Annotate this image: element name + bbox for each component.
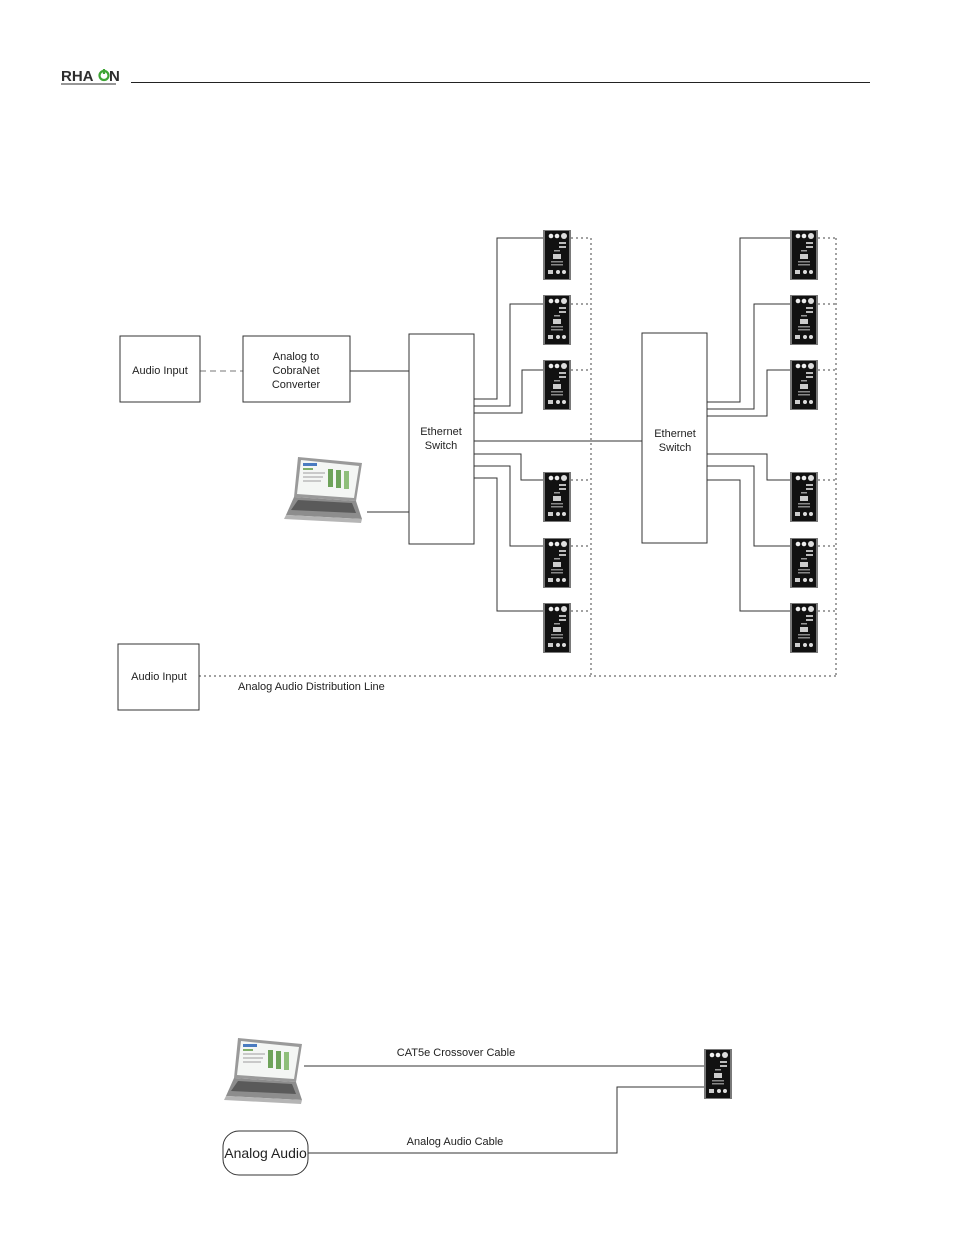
link-left-amp-6	[474, 478, 543, 611]
switch-right-label-line-2: Switch	[659, 442, 691, 454]
amplifier-module-icon	[790, 472, 818, 522]
ethernet-switch-right: Ethernet Switch	[642, 333, 707, 543]
amplifier-module-icon	[790, 230, 818, 280]
switch-right-label-line-1: Ethernet	[654, 428, 696, 440]
logo: RHA N	[61, 68, 120, 85]
analog-audio-label: Analog Audio	[224, 1145, 307, 1161]
amplifier-module-icon	[543, 360, 571, 410]
switch-left-label-line-1: Ethernet	[420, 426, 462, 438]
ethernet-switch-left: Ethernet Switch	[409, 334, 474, 544]
converter-label-line-1: Analog to	[273, 351, 319, 363]
link-right-amp-2	[707, 304, 790, 409]
audio-input-top-box: Audio Input	[120, 336, 200, 402]
amplifier-module-icon	[790, 603, 818, 653]
link-right-amp-4	[707, 454, 790, 480]
link-left-amp-3	[474, 370, 543, 413]
amplifier-module-icon	[790, 295, 818, 345]
laptop-icon	[284, 457, 362, 523]
audio-input-bottom-label: Audio Input	[131, 671, 187, 683]
logo-text-right: N	[109, 68, 120, 85]
converter-box: Analog to CobraNet Converter	[243, 336, 350, 402]
amplifier-module-icon	[543, 295, 571, 345]
logo-text-left: RHA	[61, 68, 94, 85]
crossover-cable-label: CAT5e Crossover Cable	[397, 1047, 515, 1059]
link-right-amp-1	[707, 238, 790, 402]
converter-label-line-2: CobraNet	[272, 365, 319, 377]
amplifier-module-icon	[790, 360, 818, 410]
direct-connection-diagram: CAT5e Crossover Cable Analog Audio Analo…	[223, 1038, 732, 1175]
network-diagram	[199, 238, 836, 676]
amplifier-module-icon	[543, 603, 571, 653]
audio-input-top-label: Audio Input	[132, 365, 188, 377]
switch-left-label-line-2: Switch	[425, 440, 457, 452]
amplifier-module-icon	[704, 1049, 732, 1099]
laptop-icon	[224, 1038, 302, 1104]
link-right-amp-5	[707, 466, 790, 546]
amplifier-module-icon	[790, 538, 818, 588]
analog-audio-cable-line	[308, 1087, 704, 1153]
distribution-line-label: Analog Audio Distribution Line	[238, 681, 385, 693]
amplifier-module-icon	[543, 472, 571, 522]
link-left-amp-4	[474, 454, 543, 480]
analog-audio-cable-label: Analog Audio Cable	[407, 1136, 504, 1148]
amplifier-module-icon	[543, 538, 571, 588]
amplifier-module-icon	[543, 230, 571, 280]
link-left-amp-1	[474, 238, 543, 399]
link-left-amp-2	[474, 304, 543, 406]
converter-label-line-3: Converter	[272, 379, 321, 391]
audio-input-bottom-box: Audio Input	[118, 644, 199, 710]
